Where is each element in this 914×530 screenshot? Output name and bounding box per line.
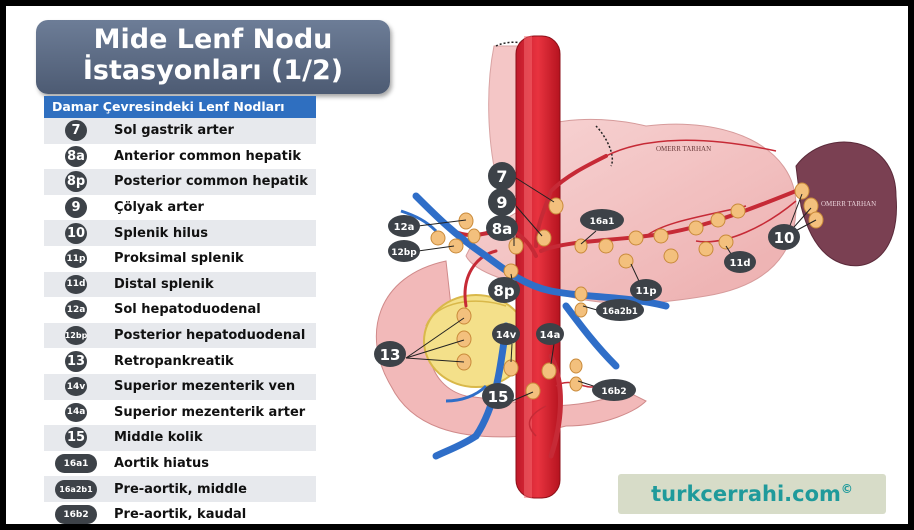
table-row: 13 Retropankreatik bbox=[44, 348, 316, 374]
label-11p: 11p bbox=[630, 279, 662, 301]
label-10: 10 bbox=[768, 224, 800, 250]
station-label: Distal splenik bbox=[108, 277, 214, 292]
label-16a1: 16a1 bbox=[580, 209, 624, 231]
label-14v: 14v bbox=[492, 323, 520, 345]
station-label: Anterior common hepatik bbox=[108, 149, 301, 164]
station-label: Posterior hepatoduodenal bbox=[108, 328, 305, 343]
station-label: Retropankreatik bbox=[108, 354, 234, 369]
svg-text:11p: 11p bbox=[635, 286, 656, 297]
svg-text:11d: 11d bbox=[729, 258, 750, 269]
watermark-stomach: OMERR TARHAN bbox=[656, 145, 711, 153]
slide: OMERR TARHAN OMERR TARHAN bbox=[6, 6, 908, 524]
label-14a: 14a bbox=[536, 323, 564, 345]
svg-text:15: 15 bbox=[488, 388, 509, 406]
label-12bp: 12bp bbox=[388, 240, 420, 262]
aorta bbox=[516, 36, 560, 498]
svg-text:16b2: 16b2 bbox=[601, 387, 626, 397]
station-label: Aortik hiatus bbox=[108, 456, 209, 471]
station-label: Proksimal splenik bbox=[108, 251, 244, 266]
station-badge: 16b2 bbox=[55, 505, 97, 524]
station-badge: 7 bbox=[65, 120, 87, 141]
station-badge: 12bp bbox=[65, 326, 87, 345]
table-row: 14a Superior mezenterik arter bbox=[44, 400, 316, 426]
station-badge: 14v bbox=[65, 377, 87, 396]
table-row: 12bp Posterior hepatoduodenal bbox=[44, 323, 316, 349]
svg-text:16a2b1: 16a2b1 bbox=[602, 307, 638, 317]
label-11d: 11d bbox=[724, 251, 756, 273]
table-row: 11d Distal splenik bbox=[44, 272, 316, 298]
svg-text:13: 13 bbox=[380, 346, 401, 364]
station-badge: 12a bbox=[65, 300, 87, 319]
station-badge: 9 bbox=[65, 197, 87, 218]
brand-text: turkcerrahi.com© bbox=[651, 482, 853, 506]
table-row: 16b2 Pre-aortik, kaudal bbox=[44, 502, 316, 524]
station-label: Pre-aortik, kaudal bbox=[108, 507, 246, 522]
station-label: Splenik hilus bbox=[108, 226, 208, 241]
svg-text:9: 9 bbox=[496, 193, 507, 212]
label-8p: 8p bbox=[488, 277, 520, 303]
label-8a: 8a bbox=[486, 215, 518, 241]
brand-name: turkcerrahi.com bbox=[651, 482, 841, 506]
svg-text:8p: 8p bbox=[493, 282, 514, 300]
svg-text:10: 10 bbox=[774, 229, 795, 247]
station-badge: 11d bbox=[65, 275, 87, 294]
station-label: Middle kolik bbox=[108, 430, 203, 445]
station-badge: 11p bbox=[65, 249, 87, 268]
lymph-node-table: Damar Çevresindeki Lenf Nodları 7 Sol gas… bbox=[44, 96, 316, 524]
table-header: Damar Çevresindeki Lenf Nodları bbox=[44, 96, 316, 118]
table-row: 8p Posterior common hepatik bbox=[44, 169, 316, 195]
station-badge: 10 bbox=[65, 223, 87, 244]
station-badge: 15 bbox=[65, 427, 87, 448]
label-16a2b1: 16a2b1 bbox=[596, 299, 644, 321]
table-row: 7 Sol gastrik arter bbox=[44, 118, 316, 144]
table-row: 16a1 Aortik hiatus bbox=[44, 451, 316, 477]
station-badge: 8p bbox=[65, 171, 87, 192]
table-row: 10 Splenik hilus bbox=[44, 220, 316, 246]
label-9: 9 bbox=[488, 188, 516, 216]
station-label: Superior mezenterik ven bbox=[108, 379, 295, 394]
label-16b2: 16b2 bbox=[592, 379, 636, 401]
station-badge: 16a2b1 bbox=[55, 480, 97, 499]
title-line-1: Mide Lenf Nodu bbox=[36, 20, 390, 55]
station-badge: 16a1 bbox=[55, 454, 97, 473]
svg-text:14a: 14a bbox=[540, 330, 561, 341]
table-row: 12a Sol hepatoduodenal bbox=[44, 297, 316, 323]
table-row: 14v Superior mezenterik ven bbox=[44, 374, 316, 400]
title-line-2: İstasyonları (1/2) bbox=[36, 55, 390, 86]
svg-text:7: 7 bbox=[496, 167, 507, 186]
table-row: 16a2b1 Pre-aortik, middle bbox=[44, 476, 316, 502]
station-label: Sol gastrik arter bbox=[108, 123, 234, 138]
station-label: Pre-aortik, middle bbox=[108, 482, 247, 497]
svg-text:12a: 12a bbox=[394, 222, 415, 233]
station-badge: 13 bbox=[65, 351, 87, 372]
svg-text:16a1: 16a1 bbox=[590, 217, 615, 227]
table-row: 11p Proksimal splenik bbox=[44, 246, 316, 272]
label-13: 13 bbox=[374, 341, 406, 367]
table-row: 8a Anterior common hepatik bbox=[44, 144, 316, 170]
table-rows: 7 Sol gastrik arter 8a Anterior common hep… bbox=[44, 118, 316, 524]
station-label: Superior mezenterik arter bbox=[108, 405, 305, 420]
station-badge: 8a bbox=[65, 146, 87, 167]
label-12a: 12a bbox=[388, 215, 420, 237]
station-label: Posterior common hepatik bbox=[108, 174, 308, 189]
svg-text:14v: 14v bbox=[496, 330, 517, 341]
brand-box: turkcerrahi.com© bbox=[618, 474, 886, 514]
copyright-mark: © bbox=[841, 482, 853, 496]
table-row: 9 Çölyak arter bbox=[44, 195, 316, 221]
label-7: 7 bbox=[488, 162, 516, 190]
svg-text:8a: 8a bbox=[492, 220, 513, 238]
station-label: Sol hepatoduodenal bbox=[108, 302, 261, 317]
table-row: 15 Middle kolik bbox=[44, 425, 316, 451]
station-badge: 14a bbox=[65, 403, 87, 422]
svg-text:12bp: 12bp bbox=[391, 248, 417, 258]
watermark-spleen: OMERR TARHAN bbox=[821, 200, 876, 208]
station-label: Çölyak arter bbox=[108, 200, 204, 215]
title-box: Mide Lenf Nodu İstasyonları (1/2) bbox=[36, 20, 390, 94]
label-15: 15 bbox=[482, 383, 514, 409]
